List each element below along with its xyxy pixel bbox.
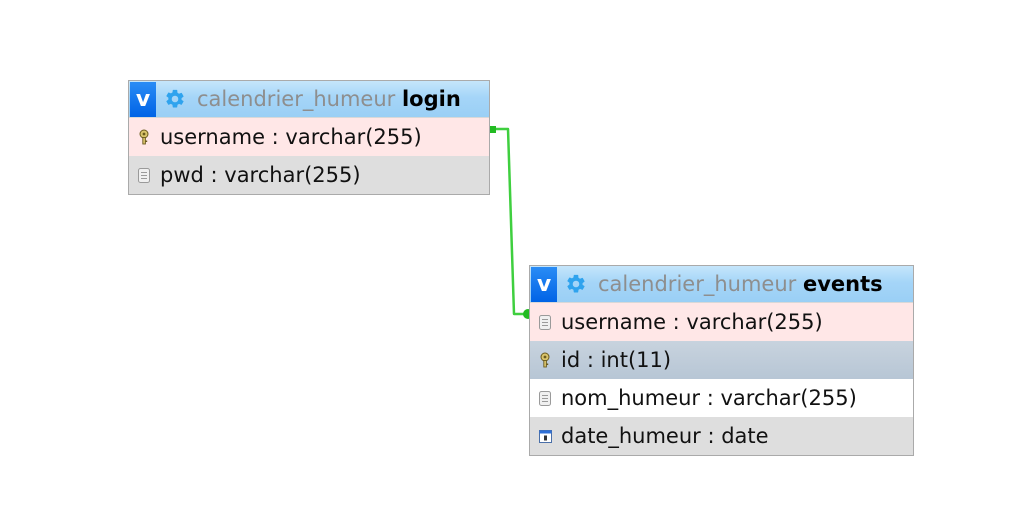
table-header[interactable]: v calendrier_humeur events	[530, 266, 913, 303]
column-row-pwd[interactable]: pwd : varchar(255)	[129, 156, 489, 194]
column-icon	[538, 390, 552, 406]
column-icon	[538, 314, 552, 330]
column-label: username : varchar(255)	[561, 310, 823, 334]
table-title: calendrier_humeur login	[197, 87, 461, 111]
column-label: username : varchar(255)	[160, 125, 422, 149]
column-label: pwd : varchar(255)	[160, 163, 361, 187]
table-login[interactable]: v calendrier_humeur login username : var…	[128, 80, 490, 195]
date-column-icon	[538, 428, 552, 444]
table-events[interactable]: v calendrier_humeur events username : va…	[529, 265, 914, 456]
database-name: calendrier_humeur	[598, 272, 797, 296]
primary-key-icon	[137, 129, 151, 145]
table-header[interactable]: v calendrier_humeur login	[129, 81, 489, 118]
toggle-columns-button[interactable]: v	[531, 266, 557, 302]
toggle-columns-button[interactable]: v	[130, 81, 156, 117]
column-label: nom_humeur : varchar(255)	[561, 386, 857, 410]
database-name: calendrier_humeur	[197, 87, 396, 111]
gear-icon[interactable]	[164, 88, 186, 110]
column-icon	[137, 167, 151, 183]
table-name: login	[401, 87, 461, 111]
column-row-username[interactable]: username : varchar(255)	[129, 118, 489, 156]
primary-key-icon	[538, 352, 552, 368]
column-row-date-humeur[interactable]: date_humeur : date	[530, 417, 913, 455]
gear-icon[interactable]	[565, 273, 587, 295]
relation-start-marker	[489, 126, 496, 133]
table-name: events	[802, 272, 883, 296]
column-row-id[interactable]: id : int(11)	[530, 341, 913, 379]
table-title: calendrier_humeur events	[598, 272, 883, 296]
column-row-nom-humeur[interactable]: nom_humeur : varchar(255)	[530, 379, 913, 417]
relation-login-username-to-events-username[interactable]	[489, 126, 533, 319]
column-label: date_humeur : date	[561, 424, 769, 448]
column-row-username[interactable]: username : varchar(255)	[530, 303, 913, 341]
column-label: id : int(11)	[561, 348, 672, 372]
